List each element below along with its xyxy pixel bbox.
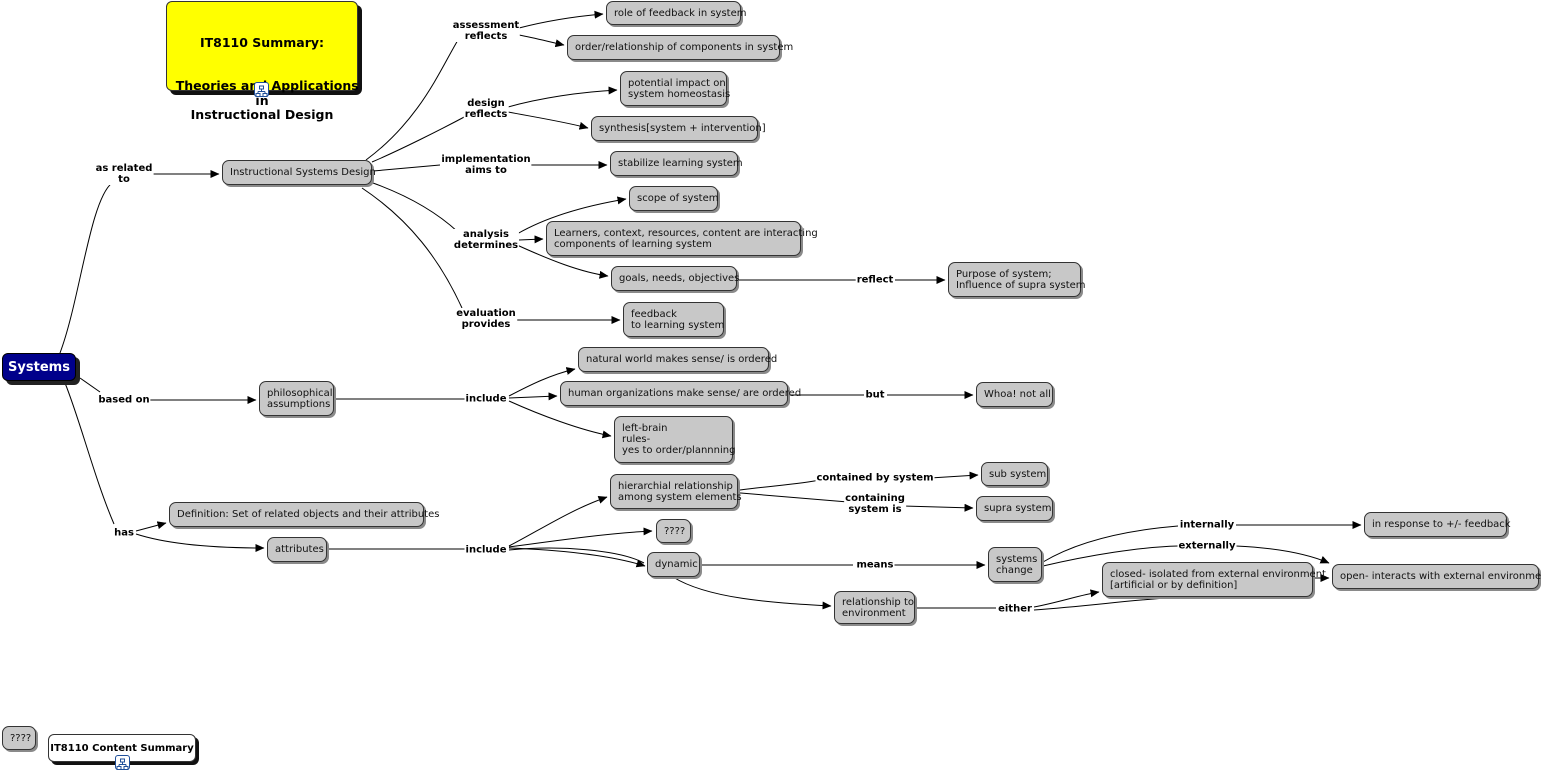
link-based-on: based on [97,394,151,406]
link-include-assumptions: include [464,393,508,405]
node-closed-system[interactable]: closed- isolated from external environme… [1102,562,1326,597]
link-design-reflects: design reflects [463,98,509,120]
node-hierarchical-relationship[interactable]: hierarchial relationship among system el… [610,474,742,509]
link-analysis-determines: analysis determines [452,229,520,251]
node-dynamic[interactable]: dynamic [647,552,700,577]
map-subtitle: Theories and Applications in Instruction… [175,78,359,122]
node-definition[interactable]: Definition: Set of related objects and t… [169,502,439,527]
node-human-organizations[interactable]: human organizations make sense/ are orde… [560,381,801,406]
concept-map-link-icon[interactable] [115,755,130,770]
link-but: but [864,389,886,401]
node-attributes[interactable]: attributes [267,537,327,562]
map-title-box: IT8110 Summary: Theories and Application… [166,1,359,122]
node-unknown[interactable]: ???? [656,519,691,543]
legend-unknown-node[interactable]: ???? [2,726,36,750]
node-order-relationship[interactable]: order/relationship of components in syst… [567,35,793,60]
link-externally: externally [1177,540,1237,552]
link-include-attributes: include [464,544,508,556]
node-learners-context[interactable]: Learners, context, resources, content ar… [546,221,818,256]
link-internally: internally [1178,519,1236,531]
node-natural-world[interactable]: natural world makes sense/ is ordered [578,347,777,372]
node-purpose-of-system[interactable]: Purpose of system; Influence of supra sy… [948,262,1086,297]
node-goals-needs-objectives[interactable]: goals, needs, objectives [611,266,739,291]
link-evaluation-provides: evaluation provides [455,308,517,330]
node-potential-impact[interactable]: potential impact on system homeostasis [620,71,730,106]
node-stabilize-learning-system[interactable]: stabilize learning system [610,151,743,176]
link-as-related-to: as related to [94,163,154,185]
node-systems-change[interactable]: systems change [988,547,1042,582]
link-assessment-reflects: assessment reflects [451,20,521,42]
node-response-to-feedback[interactable]: in response to +/- feedback [1364,512,1511,537]
node-feedback-to-learning-system[interactable]: feedback to learning system [623,302,724,337]
link-either: either [997,603,1033,615]
node-relationship-to-environment[interactable]: relationship to environment [834,591,915,624]
node-left-brain[interactable]: left-brain rules- yes to order/plannning [614,416,735,463]
node-sub-system[interactable]: sub system [981,462,1048,486]
map-title: IT8110 Summary: [199,35,325,50]
node-synthesis[interactable]: synthesis[system + intervention] [591,116,766,141]
root-node-systems[interactable]: Systems [2,353,76,381]
link-containing-system-is: containing system is [844,493,906,515]
node-scope-of-system[interactable]: scope of system [629,186,718,211]
node-supra-system[interactable]: supra system [976,496,1053,521]
node-instructional-systems-design[interactable]: Instructional Systems Design [222,160,376,185]
node-philosophical-assumptions[interactable]: philosophical assumptions [259,381,334,416]
link-means: means [855,559,895,571]
link-reflect: reflect [855,274,895,286]
node-role-of-feedback[interactable]: role of feedback in system [606,1,747,25]
link-has: has [113,527,135,539]
concept-map-link-icon[interactable] [254,82,269,97]
link-contained-by-system: contained by system [815,472,935,484]
node-whoa-not-all[interactable]: Whoa! not all [976,382,1053,407]
link-implementation-aims-to: implementation aims to [440,154,532,176]
node-open-system[interactable]: open- interacts with external environmen… [1332,564,1542,589]
